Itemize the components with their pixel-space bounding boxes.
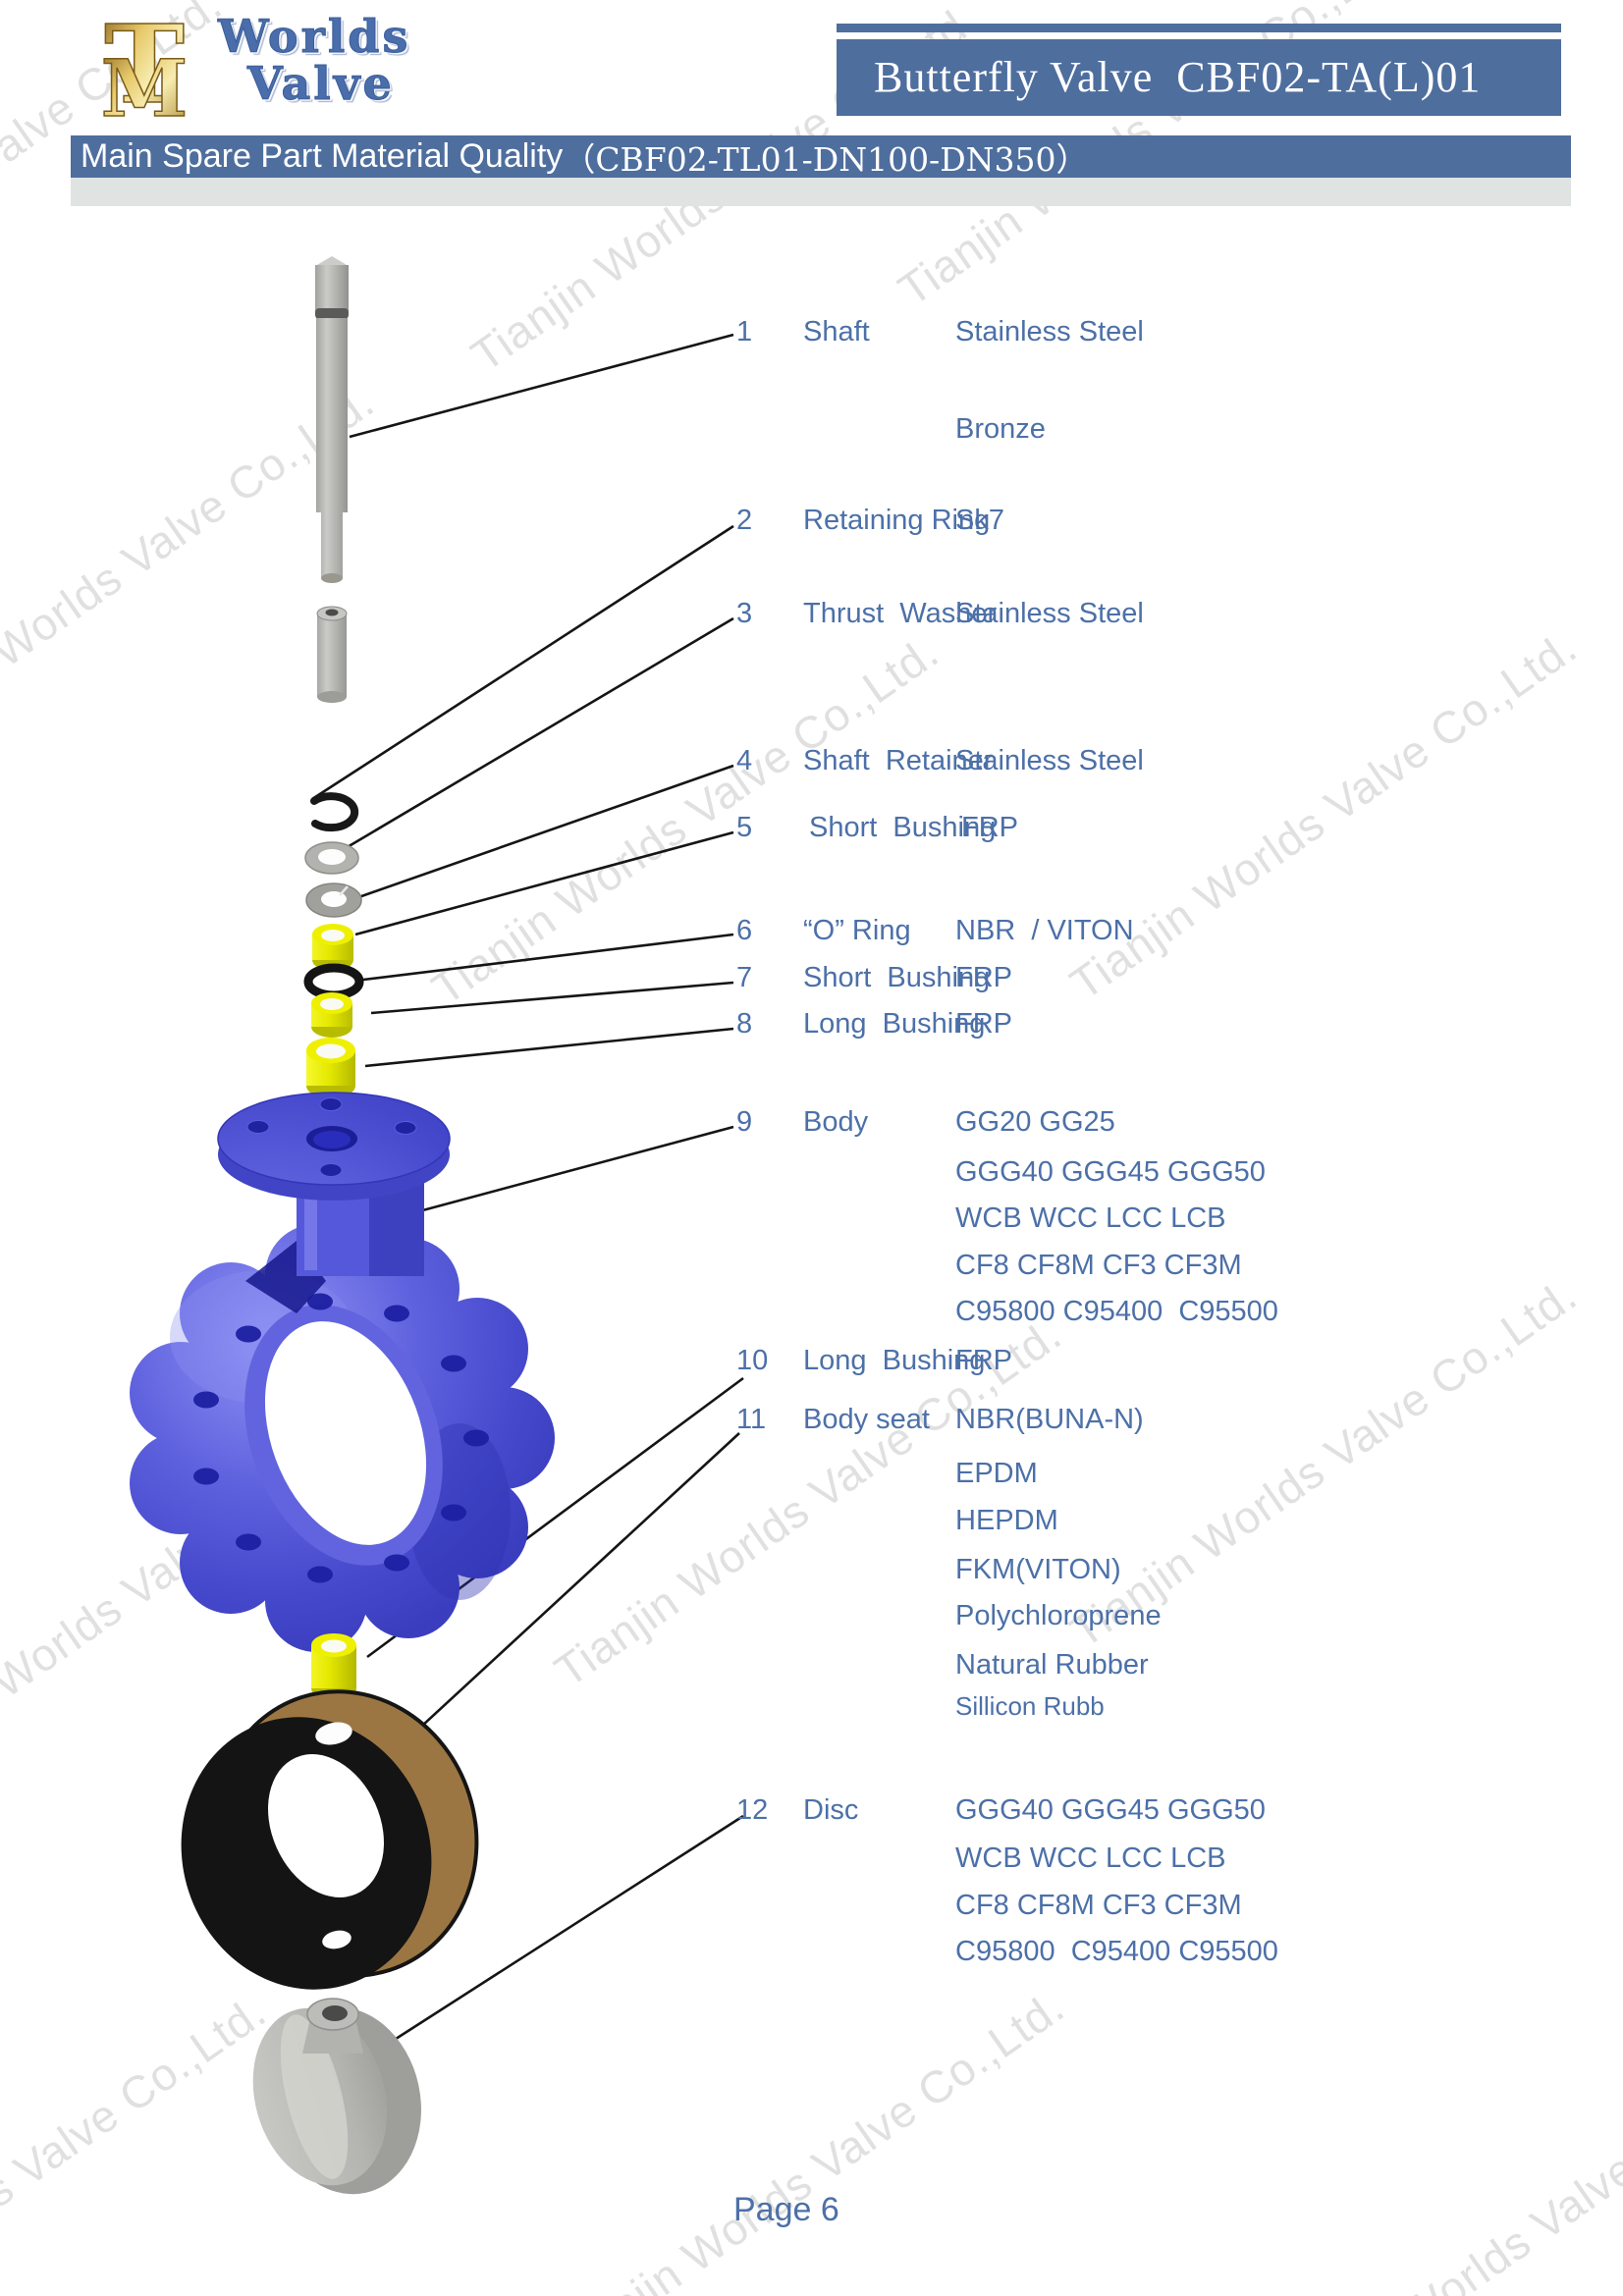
- part-number: 6: [736, 915, 753, 946]
- part-material: Sk7: [955, 505, 1004, 536]
- part-name: Shaft Retainer: [803, 745, 994, 776]
- leader-line-12: [378, 1814, 744, 2052]
- part-material: NBR / VITON: [955, 915, 1134, 946]
- part-number: 4: [736, 745, 753, 776]
- part-material: Natural Rubber: [955, 1649, 1149, 1681]
- part-disc: [252, 1998, 421, 2195]
- part-name: Short Bushing: [803, 962, 991, 993]
- part-material: Polychloroprene: [955, 1600, 1162, 1631]
- part-o-ring: [303, 963, 364, 1000]
- part-number: 12: [736, 1794, 769, 1826]
- part-number: 8: [736, 1008, 753, 1040]
- part-name: Long Bushing: [803, 1008, 986, 1040]
- part-name: Retaining Ring: [803, 505, 991, 536]
- part-name: Short Bushing: [809, 812, 997, 843]
- part-number: 2: [736, 505, 753, 536]
- part-material: CF8 CF8M CF3 CF3M: [955, 1890, 1242, 1921]
- part-material: Bronze: [955, 413, 1046, 445]
- part-long-bushing-upper: [306, 1038, 355, 1098]
- part-body-seat: [181, 1689, 479, 1990]
- part-material: GG20 GG25: [955, 1106, 1115, 1138]
- part-number: 7: [736, 962, 753, 993]
- part-thrust-washer: [304, 841, 359, 875]
- section-header-title: Main Spare Part Material Quality: [81, 137, 564, 175]
- leader-line-9: [389, 1125, 734, 1221]
- section-header-underbar: [71, 178, 1571, 206]
- part-name: Long Bushing: [803, 1345, 986, 1376]
- part-material: CF8 CF8M CF3 CF3M: [955, 1250, 1242, 1281]
- part-material: GGG40 GGG45 GGG50: [955, 1156, 1266, 1188]
- part-material: WCB WCC LCC LCB: [955, 1842, 1226, 1874]
- document-title-box: Butterfly Valve CBF02-TA(L)01: [837, 39, 1561, 116]
- section-header-subtitle: （CBF02-TL01-DN100-DN350）: [563, 139, 1089, 179]
- part-material: EPDM: [955, 1458, 1038, 1489]
- logo-letter-T: T: [104, 18, 185, 118]
- part-material: C95800 C95400 C95500: [955, 1296, 1278, 1327]
- logo-text-valve: Valve: [247, 57, 395, 111]
- leader-line-4: [347, 764, 734, 903]
- part-name: “O” Ring: [803, 915, 911, 946]
- leader-line-8: [364, 1027, 734, 1068]
- part-body: [130, 1092, 555, 1652]
- part-material: Stainless Steel: [955, 598, 1144, 629]
- part-name: Disc: [803, 1794, 859, 1826]
- part-material: Sillicon Rubb: [955, 1691, 1105, 1721]
- part-name: Shaft: [803, 316, 870, 347]
- part-retaining-ring: [310, 792, 359, 832]
- worlds-valve-logo: T M: [100, 18, 189, 118]
- part-shaft-retainer: [305, 882, 362, 918]
- part-material: FRP: [955, 1008, 1012, 1040]
- leader-line-7: [370, 981, 734, 1015]
- part-material: HEPDM: [955, 1505, 1058, 1536]
- title-accent-bar: [837, 24, 1561, 32]
- part-number: 3: [736, 598, 753, 629]
- part-material: FKM(VITON): [955, 1554, 1121, 1585]
- part-number: 9: [736, 1106, 753, 1138]
- leader-line-3: [345, 616, 734, 850]
- part-name: Body seat: [803, 1404, 930, 1435]
- logo-text-worlds: Worlds: [217, 10, 411, 64]
- part-material: FRP: [961, 812, 1018, 843]
- part-shaft-pin: [316, 606, 348, 703]
- part-material: NBR(BUNA-N): [955, 1404, 1144, 1435]
- part-number: 10: [736, 1345, 769, 1376]
- part-number: 1: [736, 316, 753, 347]
- leader-line-5: [354, 830, 734, 936]
- part-material: GGG40 GGG45 GGG50: [955, 1794, 1266, 1826]
- part-name: Thrust Washer: [803, 598, 998, 629]
- leader-line-2: [311, 524, 734, 801]
- page-number: Page 6: [733, 2191, 839, 2228]
- document-title: Butterfly Valve CBF02-TA(L)01: [874, 53, 1482, 101]
- leader-line-6: [362, 933, 734, 982]
- part-material: Stainless Steel: [955, 316, 1144, 347]
- part-shaft: [315, 256, 349, 583]
- leader-line-1: [349, 333, 734, 439]
- part-name: Body: [803, 1106, 869, 1138]
- part-number: 5: [736, 812, 753, 843]
- part-material: Stainless Steel: [955, 745, 1144, 776]
- part-short-bushing-lower: [311, 992, 352, 1038]
- part-material: FRP: [955, 1345, 1012, 1376]
- part-material: C95800 C95400 C95500: [955, 1936, 1278, 1967]
- part-material: WCB WCC LCC LCB: [955, 1202, 1226, 1234]
- section-header-bar: Main Spare Part Material Quality （CBF02-…: [71, 135, 1571, 179]
- logo-letter-M: M: [101, 42, 189, 118]
- part-material: FRP: [955, 962, 1012, 993]
- part-long-bushing-lower: [311, 1633, 356, 1700]
- leader-line-11: [396, 1432, 740, 1750]
- part-number: 11: [736, 1404, 767, 1435]
